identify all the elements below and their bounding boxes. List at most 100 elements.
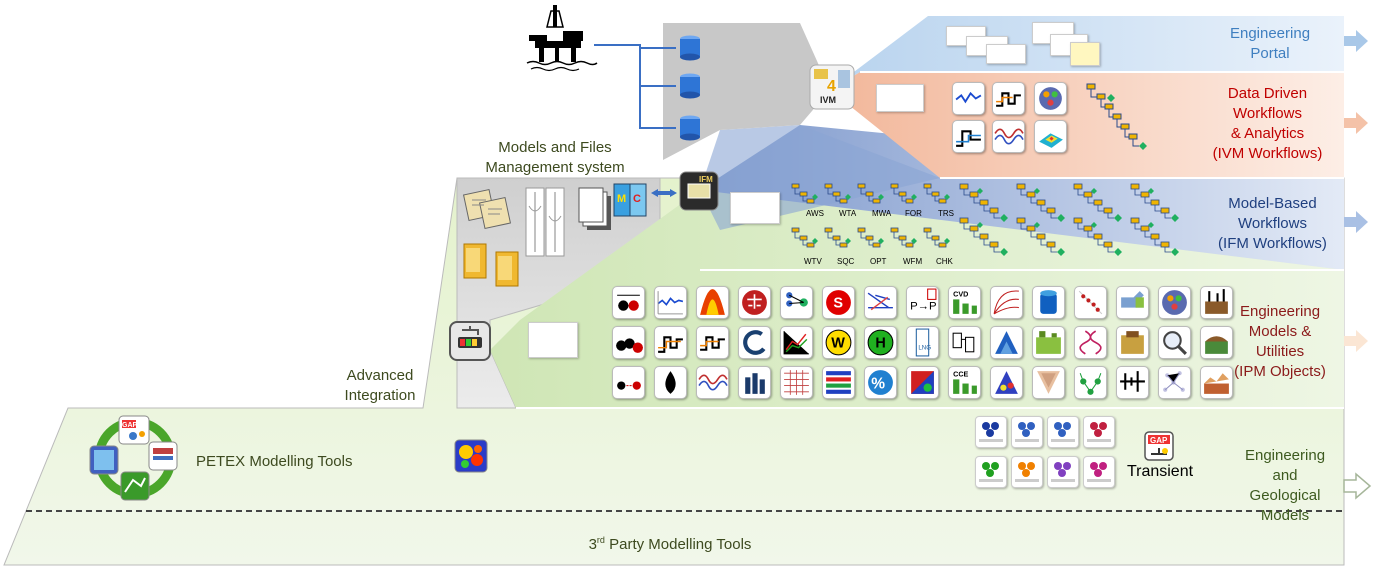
utility-icon (696, 326, 729, 359)
workflow-icon: WFM (889, 226, 923, 268)
utility-icon (864, 286, 897, 319)
svg-text:CCE: CCE (953, 369, 968, 378)
ivm-hub-icon: IVM 4 (809, 64, 855, 110)
engineering-utilities-grid: S P→P CVD W H LNG% CCE (612, 286, 1233, 400)
petex-ring-icon: GAP (89, 415, 178, 501)
utility-icon (780, 366, 813, 399)
workflow-abbr-label: WFM (903, 257, 923, 266)
workflow-abbr-label: WTV (804, 257, 822, 266)
utility-icon (1074, 326, 1107, 359)
utility-icon (654, 366, 687, 399)
utility-icon: CVD (948, 286, 981, 319)
move-tool-icon (975, 416, 1007, 448)
utility-icon: S (822, 286, 855, 319)
document-pages-icon (525, 187, 565, 257)
ifm-hub-icon: IFM (679, 171, 719, 211)
svg-text:S: S (833, 296, 843, 312)
utility-icon (612, 286, 645, 319)
utility-icon (1158, 326, 1191, 359)
workflow-icon: AWS (790, 182, 824, 224)
move-tools-grid (975, 416, 1125, 496)
move-tool-icon (975, 456, 1007, 488)
tier-arrow-geo (1343, 472, 1372, 500)
utility-icon (990, 326, 1023, 359)
files-ifm-arrow (651, 189, 677, 197)
large-workflow-diagrams (958, 182, 1198, 258)
utility-icon: H (864, 326, 897, 359)
utility-icon (1158, 366, 1191, 399)
utility-icon: CCE (948, 366, 981, 399)
utility-icon (1158, 286, 1191, 319)
svg-text:P→P: P→P (910, 301, 937, 313)
workflow-diagram (1072, 216, 1132, 258)
workflow-abbr-label: CHK (936, 257, 953, 266)
tier-arrow-data (1344, 112, 1368, 134)
rig-connectors (594, 44, 676, 129)
utility-icon (1200, 286, 1233, 319)
workflow-icon: FOR (889, 182, 922, 224)
workflow-icon: WTA (823, 182, 857, 224)
utility-icon (1200, 366, 1233, 399)
utility-icon (1074, 286, 1107, 319)
utility-icon (1032, 326, 1065, 359)
tier-arrow-model (1344, 211, 1368, 233)
advanced-integration-hub-icon (449, 321, 491, 361)
utility-icon (906, 366, 939, 399)
workflow-diagram (1129, 182, 1189, 224)
workflow-icon: WTV (790, 226, 822, 268)
utility-icon (654, 286, 687, 319)
utility-icon: P→P (906, 286, 939, 319)
tier-arrow-portal (1344, 30, 1368, 52)
workflow-diagram (1015, 216, 1075, 258)
workflow-abbr-label: FOR (905, 209, 922, 218)
network-nodes-icon (1034, 82, 1067, 115)
tier-arrow-eng (1344, 330, 1368, 352)
workflow-abbr-label: SQC (837, 257, 855, 266)
svg-text:%: % (871, 376, 885, 393)
workflow-abbr-label: WTA (839, 209, 857, 218)
utility-icon (612, 326, 645, 359)
utility-icon (780, 286, 813, 319)
file-stack-icon (578, 187, 611, 230)
utility-icon (990, 366, 1023, 399)
utility-icon: W (822, 326, 855, 359)
wave-chart-icon (992, 120, 1025, 153)
workflow-icon: CHK (922, 226, 954, 268)
utility-icon (948, 326, 981, 359)
workflow-icon: MWA (856, 182, 891, 224)
portal-screenshot-3 (986, 44, 1026, 64)
workflow-diagram (1072, 182, 1132, 224)
svg-text:H: H (875, 336, 885, 352)
svg-text:IFM: IFM (699, 175, 713, 184)
utility-icon: LNG (906, 326, 939, 359)
gap-transient-icon: GAP (1144, 431, 1174, 461)
ipm-objects-screenshot (528, 322, 578, 358)
utility-icon (738, 286, 771, 319)
workflow-icon: SQC (823, 226, 855, 268)
move-tool-icon (1047, 456, 1079, 488)
utility-icon (1116, 326, 1149, 359)
svg-text:W: W (831, 336, 845, 352)
utility-icon (1116, 286, 1149, 319)
utility-icon (696, 366, 729, 399)
utility-icon (990, 286, 1023, 319)
step-chart-icon (992, 82, 1025, 115)
workflow-abbr-label: AWS (806, 209, 824, 218)
workflow-icon: OPT (856, 226, 888, 268)
utility-icon (738, 366, 771, 399)
ifm-workflow-screenshot (730, 192, 780, 224)
svg-text:GAP: GAP (1150, 436, 1168, 445)
svg-text:4: 4 (827, 78, 836, 95)
utility-icon (612, 366, 645, 399)
svg-text:GAP: GAP (122, 422, 138, 429)
